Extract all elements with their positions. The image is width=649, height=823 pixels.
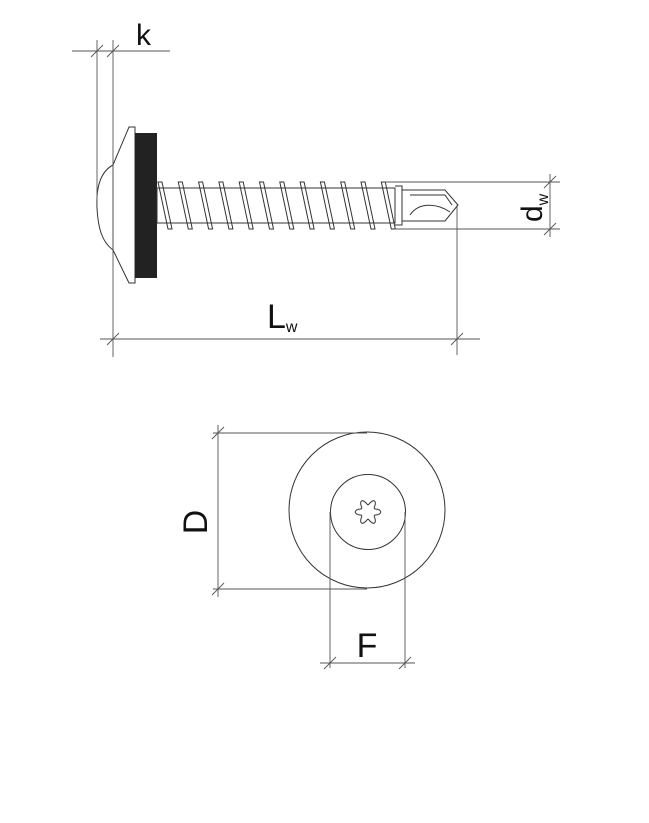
screw-threads [157, 181, 396, 230]
thread-turn [218, 181, 234, 230]
screw-head-dome [96, 164, 114, 251]
label-D: D [177, 510, 215, 535]
thread-turn [360, 181, 376, 230]
label-F: F [357, 627, 378, 665]
dimension-lw: Lw [100, 205, 480, 355]
head-inner-circle [330, 474, 406, 550]
label-k: k [136, 19, 152, 52]
thread-turn [258, 181, 275, 230]
torx-drive-icon [354, 500, 382, 524]
label-dw: dw [516, 193, 552, 222]
screw-side-view [96, 126, 459, 284]
label-lw: Lw [267, 298, 298, 336]
thread-turn [380, 181, 396, 230]
head-outer-circle [288, 431, 446, 589]
thread-turn [319, 181, 336, 230]
rubber-seal [135, 133, 157, 278]
thread-turn [340, 181, 356, 230]
dimension-k: k [72, 19, 170, 357]
screw-top-view [288, 431, 446, 589]
thread-turn [177, 181, 193, 230]
drill-tip [395, 185, 459, 226]
dimension-dw: dw [385, 174, 560, 237]
thread-turn [197, 181, 214, 230]
thread-turn [157, 181, 173, 230]
screw-shank [156, 187, 396, 224]
thread-turn [238, 181, 254, 230]
thread-turn [279, 181, 295, 230]
thread-turn [299, 181, 315, 230]
dimension-F: F [320, 512, 415, 670]
washer-flange [112, 126, 136, 284]
dimension-D: D [177, 425, 367, 597]
